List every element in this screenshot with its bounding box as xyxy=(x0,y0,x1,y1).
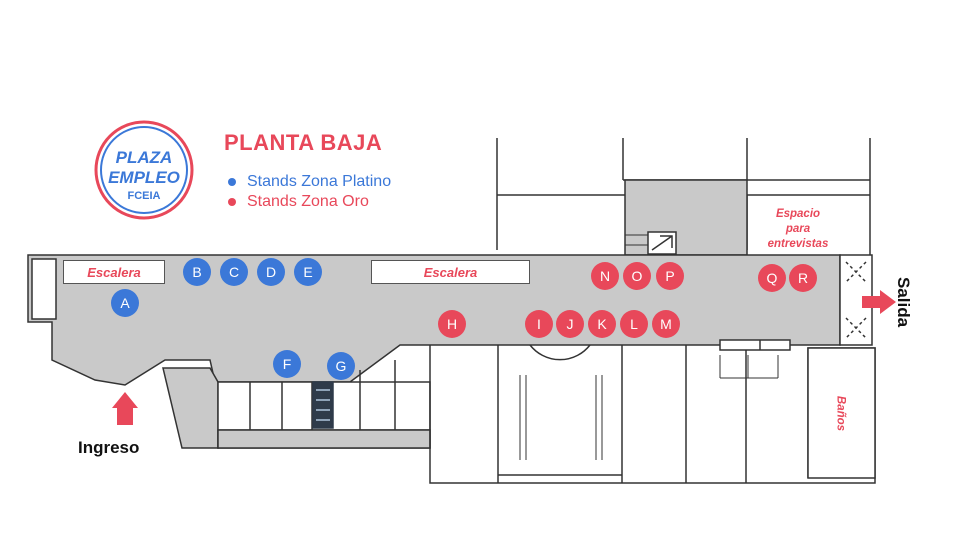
interview-space-label: Espacio para entrevistas xyxy=(752,207,844,252)
platino-dot-icon xyxy=(228,178,236,186)
stand-g[interactable]: G xyxy=(327,352,355,380)
entrance-label: Ingreso xyxy=(78,438,140,457)
stair-right-label: Escalera xyxy=(371,260,530,284)
stand-o[interactable]: O xyxy=(623,262,651,290)
stand-c[interactable]: C xyxy=(220,258,248,286)
exit-label: Salida xyxy=(894,276,914,328)
stand-i[interactable]: I xyxy=(525,310,553,338)
legend-label-platino: Stands Zona Platino xyxy=(247,173,392,190)
bathrooms-label: Baños xyxy=(834,395,847,432)
interview-line-2: para xyxy=(785,223,811,235)
stand-a[interactable]: A xyxy=(111,289,139,317)
stand-n[interactable]: N xyxy=(591,262,619,290)
floor-title: PLANTA BAJA xyxy=(224,130,383,155)
stand-p[interactable]: P xyxy=(656,262,684,290)
legend-item-oro: Stands Zona Oro xyxy=(228,193,391,211)
stand-j[interactable]: J xyxy=(556,310,584,338)
logo-line-1: PLAZA xyxy=(115,148,173,167)
legend: Stands Zona Platino Stands Zona Oro xyxy=(228,173,391,211)
interview-line-1: Espacio xyxy=(775,208,821,220)
stair-left-label: Escalera xyxy=(63,260,165,284)
legend-label-oro: Stands Zona Oro xyxy=(247,193,369,210)
stand-r[interactable]: R xyxy=(789,264,817,292)
stand-q[interactable]: Q xyxy=(758,264,786,292)
stand-f[interactable]: F xyxy=(273,350,301,378)
stand-d[interactable]: D xyxy=(257,258,285,286)
stand-k[interactable]: K xyxy=(588,310,616,338)
legend-item-platino: Stands Zona Platino xyxy=(228,173,391,191)
stand-b[interactable]: B xyxy=(183,258,211,286)
stand-e[interactable]: E xyxy=(294,258,322,286)
stand-m[interactable]: M xyxy=(652,310,680,338)
oro-dot-icon xyxy=(228,198,236,206)
stand-l[interactable]: L xyxy=(620,310,648,338)
stand-h[interactable]: H xyxy=(438,310,466,338)
logo-line-2: EMPLEO xyxy=(108,168,180,187)
plaza-empleo-logo: PLAZA EMPLEO FCEIA xyxy=(92,118,196,222)
interview-line-3: entrevistas xyxy=(767,238,829,250)
logo-line-3: FCEIA xyxy=(127,190,161,202)
